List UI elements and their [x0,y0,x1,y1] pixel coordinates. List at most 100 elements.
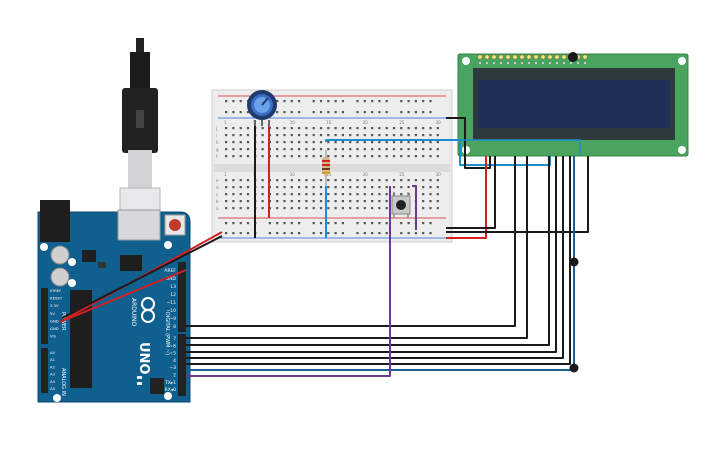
lcd-pin-label-mark [493,62,495,64]
row-letter: d [216,185,219,190]
lcd-pin-label-mark [500,62,502,64]
lcd-screen [478,80,670,128]
power-pin-label: 5V [50,311,55,316]
column-number: 15 [326,120,332,125]
column-number: 30 [436,120,442,125]
digital-pin-label: AREF [164,268,176,274]
lcd-pin[interactable] [547,54,553,60]
digital-header-high[interactable] [178,262,186,332]
wire-rs[interactable] [186,156,516,327]
digital-pin-label: 12 [170,292,176,298]
lcd-pin[interactable] [498,54,504,60]
lcd-pin-label-mark [584,62,586,64]
digital-pin-label: 13 [170,284,176,290]
wire-d4[interactable] [186,156,550,346]
lcd-pin-label-mark [507,62,509,64]
model-label: UNO [136,342,151,375]
column-number: 30 [436,172,442,177]
lcd-pin[interactable] [505,54,511,60]
digital-pin-label: 4 [173,358,176,364]
lcd-pin[interactable] [484,54,490,60]
potentiometer[interactable] [247,90,277,126]
wire-button-vcc[interactable] [412,185,417,230]
wire-d7[interactable] [186,156,571,365]
arduino-logo-text: ARDUINO [130,298,137,327]
power-header[interactable] [41,288,48,344]
digital-pin-label: 2 [173,373,176,379]
column-number: 10 [290,172,296,177]
push-button[interactable] [391,192,411,218]
lcd-pin-label-mark [486,62,488,64]
lcd-pin-label-mark [549,62,551,64]
lcd-pin-label-mark [563,62,565,64]
wire-junction-2 [569,363,579,373]
digital-pin-label: ~5 [169,351,176,357]
arduino-board[interactable]: ARDUINO UNO DIGITAL (PWM ~) POWER ANALOG… [37,200,191,403]
row-letter: f [216,154,218,159]
row-letter: g [216,147,219,152]
wire-lcd-vdd[interactable] [446,156,487,239]
digital-pin-label: RX◂0 [165,387,176,393]
lcd-pin[interactable] [554,54,560,60]
column-number: 15 [326,172,332,177]
power-pin-label: GND [50,326,59,331]
column-number: 10 [290,120,296,125]
lcd-pin[interactable] [512,54,518,60]
row-letter: e [216,178,219,183]
wire-d6[interactable] [186,156,564,359]
lcd-pin[interactable] [519,54,525,60]
analog-header[interactable] [41,348,48,393]
lcd-pin[interactable] [561,54,567,60]
column-number: 1 [224,120,227,125]
lcd-pin[interactable] [582,54,588,60]
wire-button-signal[interactable] [186,186,391,377]
digital-pin-label: ~6 [169,343,176,349]
power-pin-label: 3.3V [50,303,59,308]
digital-pin-label: TX▸1 [164,380,176,386]
digital-header-label: DIGITAL (PWM ~) [164,312,170,355]
lcd-pin-label-mark [528,62,530,64]
resistor[interactable] [322,150,330,186]
wire-lcd-vss[interactable] [446,117,491,169]
power-pin-label: Vin [50,334,57,339]
lcd-pin[interactable] [477,54,483,60]
wire-en[interactable] [186,156,528,339]
power-pin-label: GND [50,318,59,323]
wire-backlight[interactable] [460,139,581,156]
wire-gnd[interactable] [61,235,223,319]
row-letter: c [216,192,218,197]
digital-pin-label: 7 [173,336,176,342]
digital-pin-label: ~10 [167,308,177,314]
row-letter: j [215,126,217,131]
digital-header-low[interactable] [178,334,186,396]
lcd-pin[interactable] [540,54,546,60]
wire-5v[interactable] [59,269,187,323]
column-number: 20 [363,120,369,125]
icsp-header[interactable] [150,378,164,394]
digital-pin-label: ~3 [169,365,176,371]
usb-cable[interactable] [119,38,161,237]
wire-lcd-rw[interactable] [446,156,496,229]
digital-pin-label: GND [166,276,177,282]
lcd-pin[interactable] [533,54,539,60]
analog-header-label: ANALOG IN [60,368,66,396]
wire-lcd-k[interactable] [446,156,589,233]
analog-pin-label: A4 [50,379,56,384]
row-letter: i [216,133,217,138]
analog-pin-label: A1 [50,357,56,362]
lcd-pin[interactable] [526,54,532,60]
lcd-pin[interactable] [491,54,497,60]
wires [59,117,589,377]
column-number: 20 [363,172,369,177]
lcd-pin-header[interactable] [477,54,588,64]
analog-pin-label: A5 [50,386,56,391]
lcd-display[interactable] [457,52,689,157]
column-number: 25 [399,120,405,125]
lcd-pin-label-mark [479,62,481,64]
wire-d5[interactable] [186,156,557,353]
lcd-pin-label-mark [542,62,544,64]
lcd-pin-label-mark [535,62,537,64]
